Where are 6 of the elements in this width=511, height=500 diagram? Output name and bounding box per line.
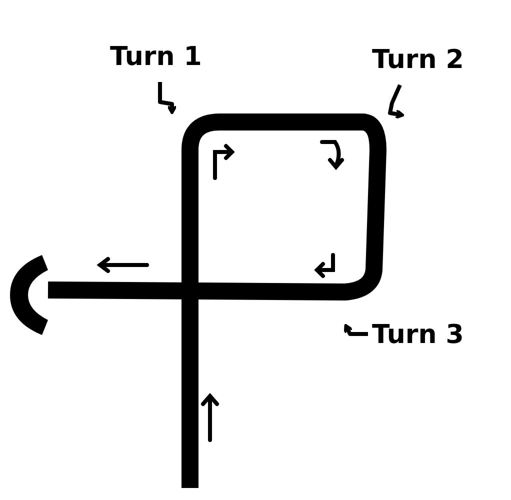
- leader-arrow: [388, 84, 404, 120]
- turn-label: Turn 2: [372, 45, 464, 75]
- turn-label: Turn 1: [110, 42, 202, 72]
- leader-arrow: [344, 324, 368, 336]
- leader-arrow: [158, 82, 178, 114]
- turn-label: Turn 3: [372, 320, 464, 350]
